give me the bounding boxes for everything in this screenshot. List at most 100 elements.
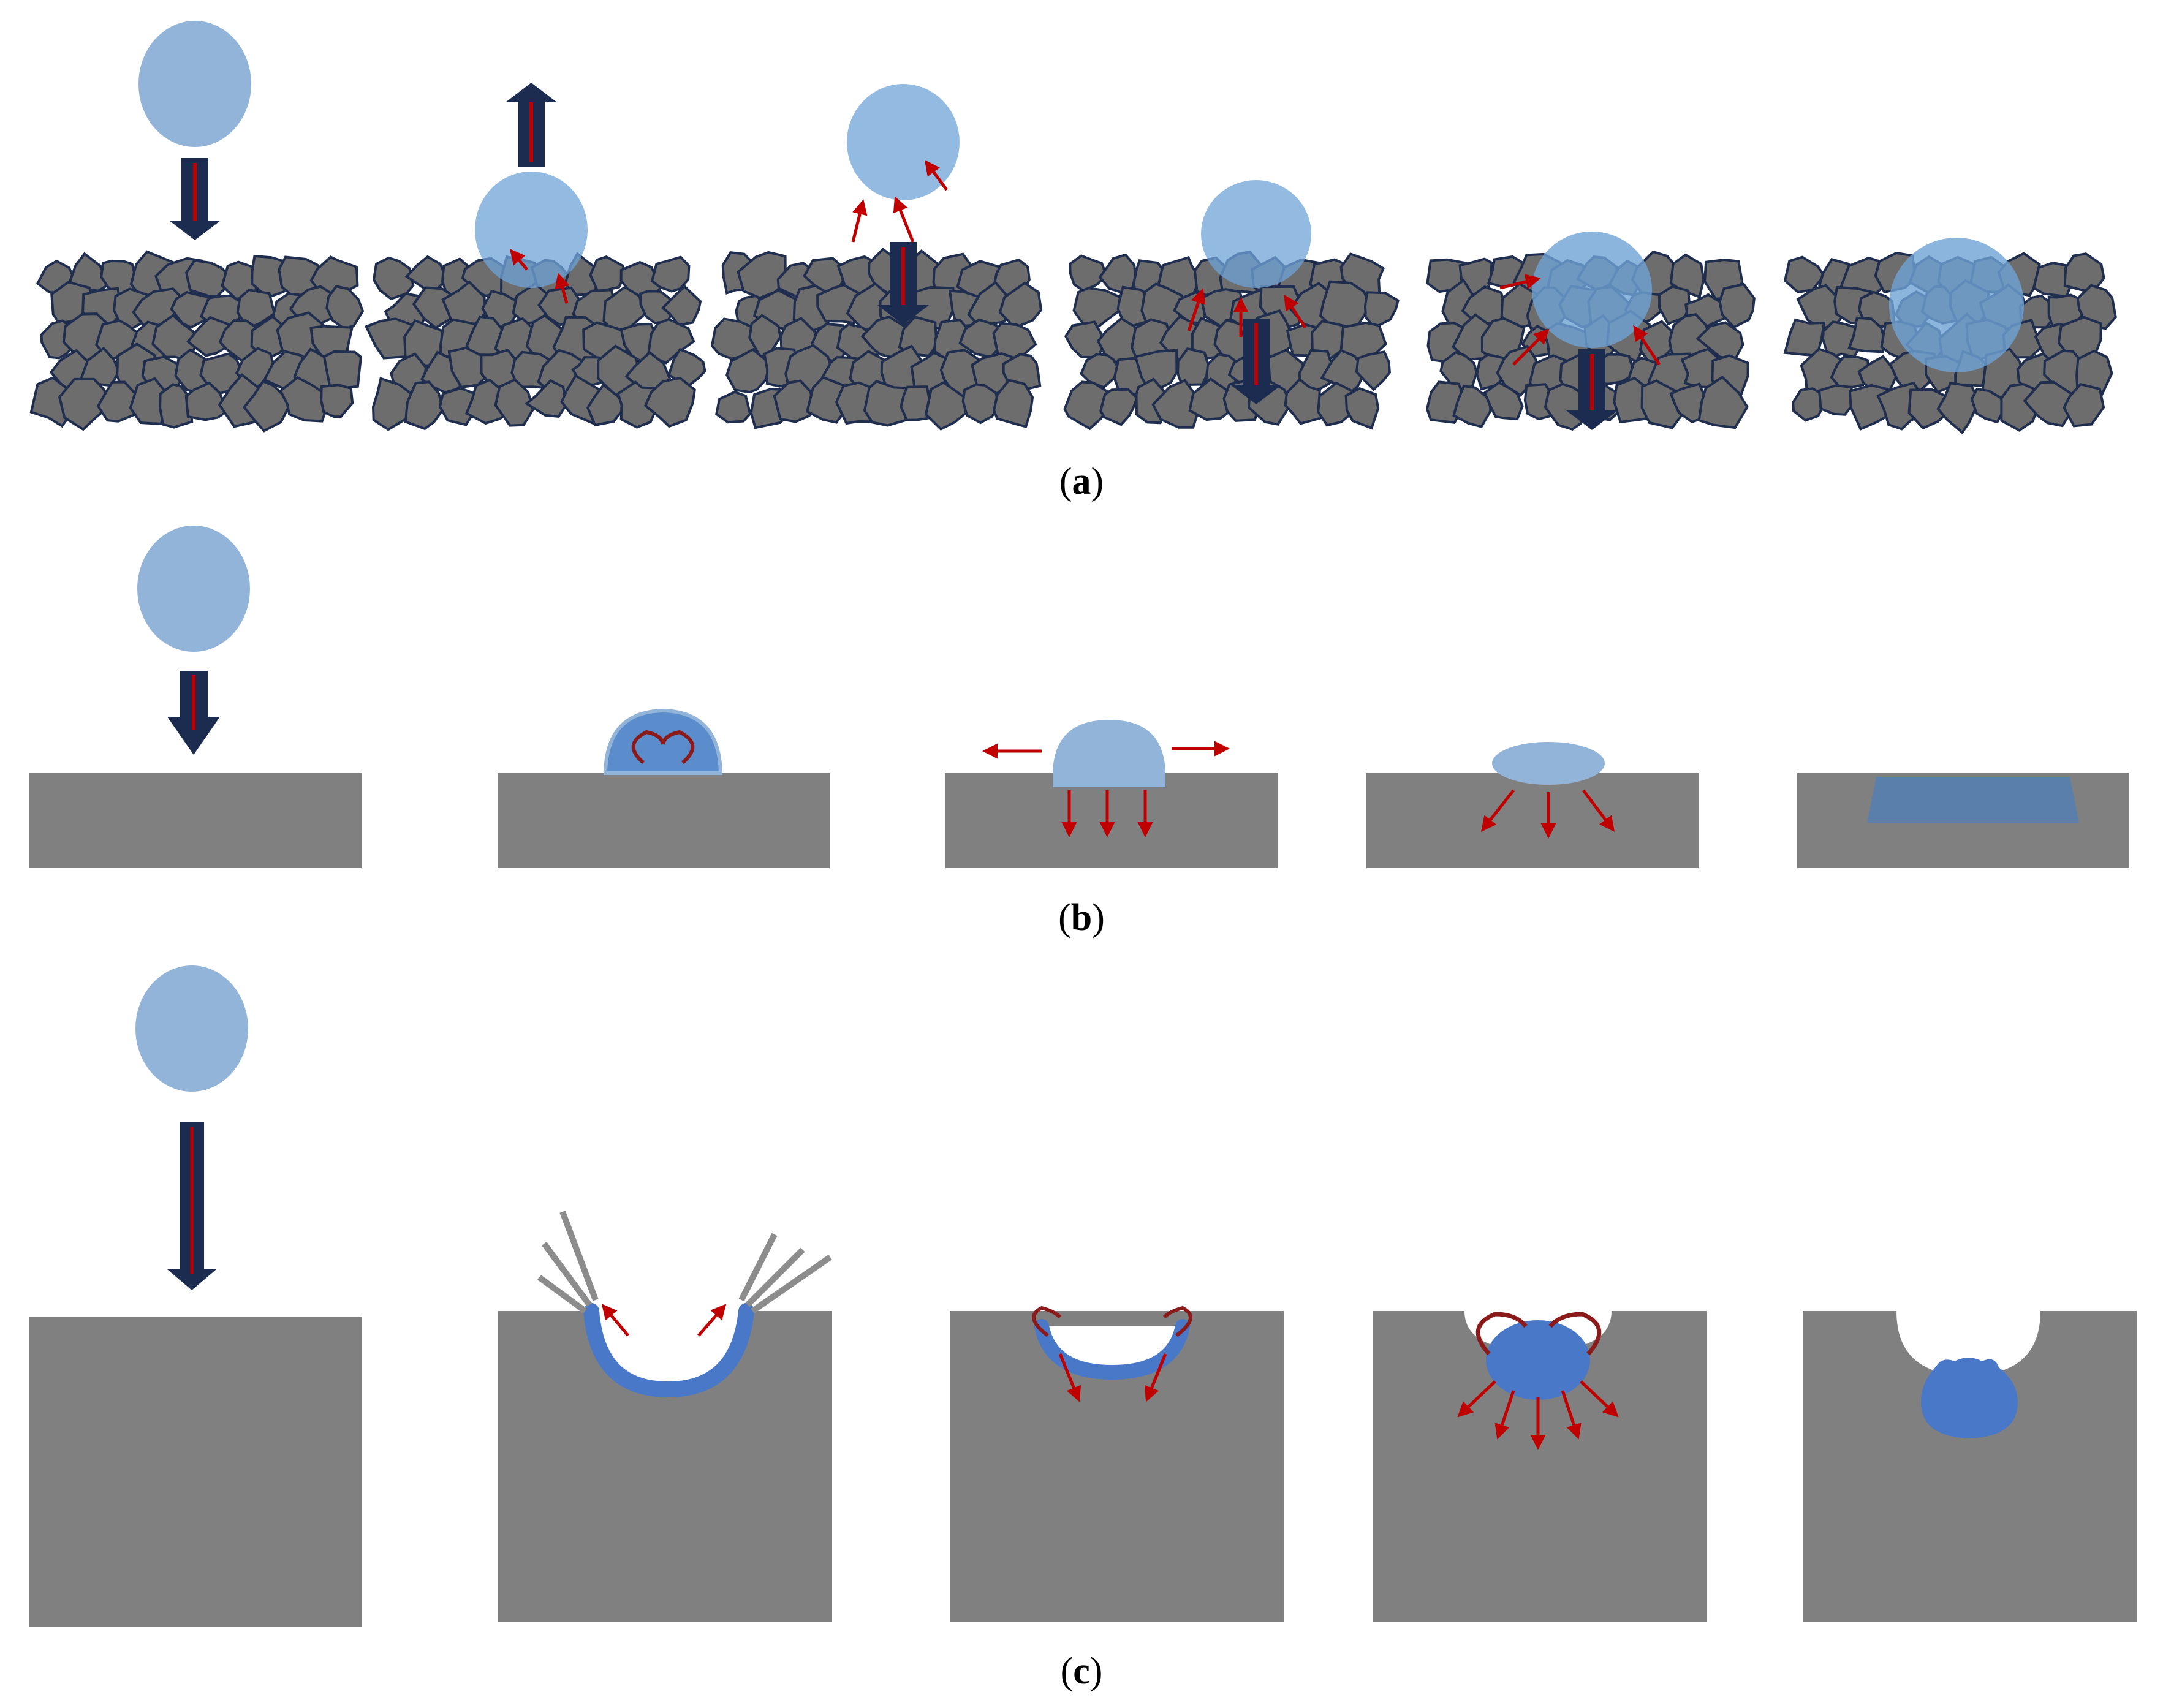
impact-arrow-icon: [167, 671, 220, 755]
grain: [643, 376, 696, 428]
grain: [1072, 287, 1122, 330]
penetration-arrow-icon: [1187, 288, 1206, 331]
grain: [1176, 347, 1211, 387]
droplet-icon: [138, 21, 251, 147]
droplet-icon: [137, 526, 250, 652]
grain: [2063, 252, 2105, 293]
grain: [1669, 253, 1705, 299]
splash-line-icon: [541, 1242, 593, 1307]
penetration-arrow-icon: [555, 273, 570, 304]
grain: [404, 380, 444, 431]
grain: [79, 346, 121, 387]
grain: [279, 376, 329, 423]
substrate-b1: [29, 773, 362, 868]
penetration-arrow-icon: [1144, 1353, 1167, 1402]
penetration-arrow-icon: [1561, 1390, 1582, 1440]
penetration-arrow-icon: [509, 249, 528, 271]
grain: [322, 350, 363, 389]
recirculation-arrow-icon: [1475, 1312, 1528, 1356]
grain: [924, 380, 968, 431]
row-b-flat-impact: [29, 526, 2129, 868]
droplet-icon: [1889, 238, 2024, 372]
droplet-icon: [1201, 180, 1311, 288]
impact-arrow-icon: [1230, 319, 1282, 404]
penetration-arrow-icon: [1058, 1353, 1082, 1402]
penetrating-droplet: [1486, 1320, 1590, 1400]
impact-arrow-icon: [169, 158, 221, 240]
penetration-arrow-icon: [851, 199, 868, 243]
grain: [661, 284, 702, 327]
panel-label-c: (c): [1061, 1650, 1103, 1692]
grain: [494, 378, 534, 427]
grain: [365, 317, 415, 360]
grain: [1080, 353, 1123, 389]
penetration-arrow-icon: [1284, 294, 1307, 329]
grain: [863, 379, 914, 427]
grain: [1355, 350, 1391, 391]
grain: [58, 377, 113, 431]
spread-arrow-icon: [697, 1304, 727, 1337]
penetration-arrow-icon: [1457, 1380, 1496, 1418]
spreading-droplet: [1053, 720, 1165, 787]
substrate-b3: [945, 773, 1278, 868]
rebound-arrow-icon: [506, 83, 557, 167]
penetration-layer: [583, 1303, 754, 1398]
grain: [1099, 388, 1138, 426]
grain: [1284, 377, 1324, 425]
penetration-arrow-icon: [1633, 325, 1661, 366]
grain: [2023, 380, 2077, 428]
recirculation-arrow-icon: [661, 730, 695, 765]
grain: [1970, 388, 2005, 424]
penetration-layer: [1034, 1319, 1190, 1380]
penetration-arrow-icon: [1480, 789, 1515, 832]
penetration-arrow-icon: [1499, 274, 1541, 290]
recirculation-arrow-icon: [1548, 1312, 1602, 1356]
porous-bed-3: [710, 248, 1043, 431]
droplet-icon: [1532, 232, 1652, 348]
grain: [236, 289, 276, 330]
grain: [372, 256, 415, 301]
splash-line-icon: [559, 1211, 599, 1301]
penetration-arrow-icon: [1494, 1390, 1515, 1440]
grain: [1188, 377, 1235, 421]
penetration-arrow-icon: [1580, 1380, 1619, 1418]
grain: [1718, 282, 1756, 329]
grain: [725, 348, 771, 394]
impact-arrow-icon: [167, 1122, 216, 1290]
grain: [438, 387, 478, 426]
grain: [184, 381, 229, 421]
grain: [993, 379, 1034, 428]
grain: [616, 380, 659, 429]
grain: [96, 380, 138, 423]
grain: [773, 379, 817, 423]
porous-bed-1: [29, 250, 365, 433]
impact-arrow-icon: [1566, 349, 1618, 430]
splash-line-icon: [738, 1233, 778, 1302]
grain: [961, 383, 1001, 425]
panel-label-a: (a): [1059, 461, 1104, 502]
grain: [1069, 254, 1108, 292]
splash-line-icon: [751, 1254, 832, 1314]
crater-cavity: [591, 1311, 746, 1389]
droplet-icon: [475, 172, 588, 288]
splash-line-icon: [745, 1247, 805, 1307]
penetration-arrow-icon: [893, 196, 915, 243]
grain: [1063, 380, 1113, 431]
panel-label-b: (b): [1058, 897, 1105, 939]
penetration-arrow-icon: [1512, 328, 1550, 366]
grain: [998, 281, 1043, 330]
porous-bed-4: [1063, 250, 1400, 431]
grain: [2063, 382, 2105, 428]
grain: [1697, 376, 1749, 429]
recirculation-arrow-icon: [1162, 1306, 1192, 1337]
flattened-droplet: [1492, 742, 1605, 785]
grain: [1830, 355, 1870, 388]
grain: [714, 390, 752, 424]
penetration-arrow-icon: [1582, 789, 1615, 832]
crater-cavity: [1896, 1311, 2040, 1375]
row-a-porous-impact: [29, 21, 2117, 434]
recirculation-arrow-icon: [631, 730, 665, 765]
grain: [525, 379, 568, 418]
substrate-c1: [29, 1317, 362, 1627]
